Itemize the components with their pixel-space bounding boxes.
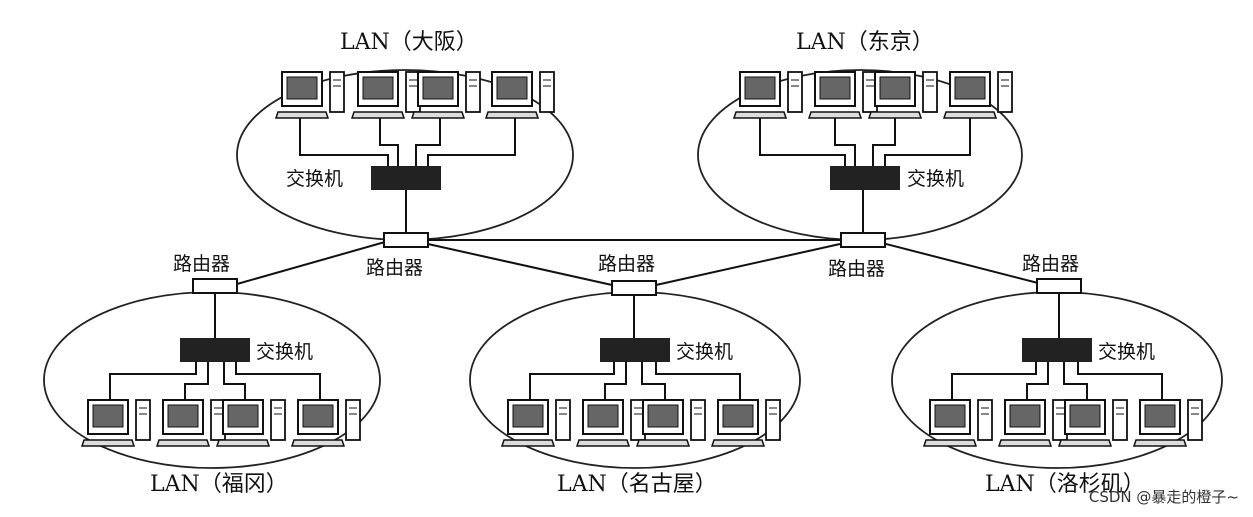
computer-icon xyxy=(733,71,803,119)
computer-icon xyxy=(943,71,1013,119)
computer-icon xyxy=(485,71,555,119)
computer-icon xyxy=(1133,399,1203,447)
computer-icon xyxy=(291,399,361,447)
lan-label-fukuoka: LAN（福冈） xyxy=(150,472,288,497)
computer-icon xyxy=(275,71,345,119)
computer-icon xyxy=(156,399,226,447)
computer-icon xyxy=(711,399,781,447)
switch-icon xyxy=(600,338,670,362)
switch-label-tokyo: 交换机 xyxy=(907,168,965,190)
watermark: CSDN @暴走的橙子~ xyxy=(1088,488,1239,506)
switch-label-osaka: 交换机 xyxy=(286,168,344,190)
computer-icon xyxy=(1058,399,1128,447)
router-label-fukuoka: 路由器 xyxy=(173,253,231,275)
router-label-nagoya: 路由器 xyxy=(598,253,656,275)
router-icon xyxy=(840,232,886,248)
switch-label-fukuoka: 交换机 xyxy=(256,341,314,363)
computer-icon xyxy=(636,399,706,447)
router-icon xyxy=(192,278,238,294)
computer-icon xyxy=(868,71,938,119)
computer-icon xyxy=(808,71,878,119)
wan-links xyxy=(236,239,1039,286)
router-icon xyxy=(1036,278,1082,294)
computer-icon xyxy=(351,71,421,119)
lan-label-nagoya: LAN（名古屋） xyxy=(557,472,717,497)
router-label-la: 路由器 xyxy=(1022,253,1080,275)
switch-icon xyxy=(830,166,900,190)
computer-icon xyxy=(81,399,151,447)
switch-icon xyxy=(371,166,441,190)
lan-label-osaka: LAN（大阪） xyxy=(340,30,478,55)
switch-icon xyxy=(1022,338,1092,362)
router-label-tokyo: 路由器 xyxy=(828,258,886,280)
switch-icon xyxy=(180,338,250,362)
computer-icon xyxy=(411,71,481,119)
router-icon xyxy=(611,280,657,296)
computer-icon xyxy=(576,399,646,447)
router-icon xyxy=(383,232,429,248)
switch-label-nagoya: 交换机 xyxy=(676,341,734,363)
switch-label-la: 交换机 xyxy=(1098,341,1156,363)
lan-label-tokyo: LAN（东京） xyxy=(796,30,934,55)
lan-label-la: LAN（洛杉矶） xyxy=(985,472,1145,497)
router-label-osaka: 路由器 xyxy=(366,257,424,279)
computer-icon xyxy=(998,399,1068,447)
computer-icon xyxy=(216,399,286,447)
